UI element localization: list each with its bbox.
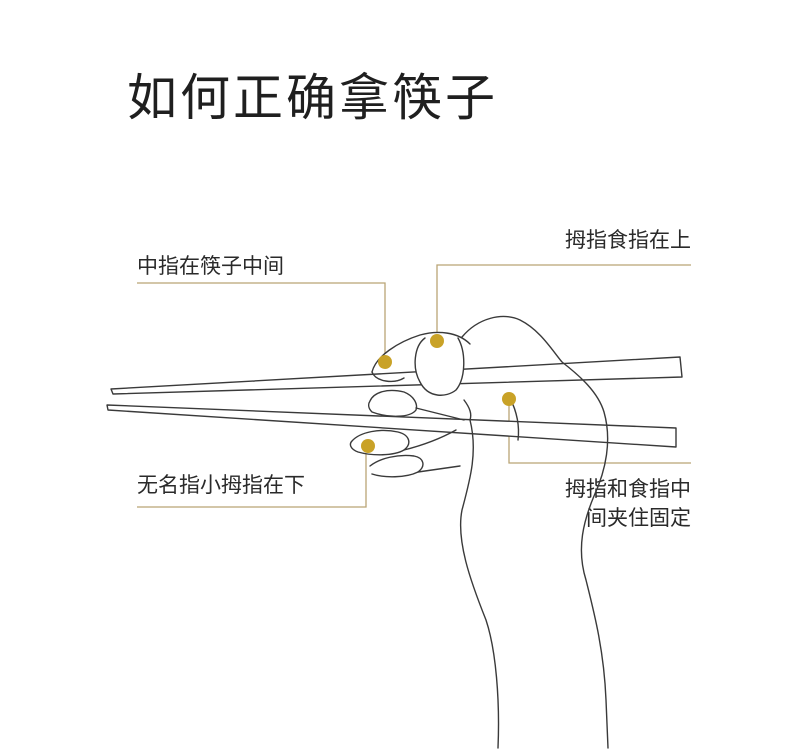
label-thumb-index-top: 拇指食指在上 (565, 228, 691, 252)
ring-finger (349, 429, 410, 456)
marker-pinch (502, 392, 516, 406)
leader-line-ring-little (137, 447, 367, 508)
marker-middle-finger (378, 355, 392, 369)
middle-finger (367, 389, 418, 417)
leader-line-thumb-index (436, 264, 691, 341)
label-pinch-line-1: 拇指和食指中 (565, 477, 691, 501)
thumb (414, 337, 465, 396)
leader-line-middle (137, 282, 386, 362)
marker-ring-little (361, 439, 375, 453)
lower-chopstick (106, 404, 677, 448)
label-pinch-line-2: 间夹住固定 (586, 506, 691, 530)
upper-chopstick (110, 356, 683, 395)
page-title: 如何正确拿筷子 (127, 69, 498, 127)
label-thumb-index-pinch: 拇指和食指中 间夹住固定 (520, 475, 691, 533)
leader-line-pinch (508, 399, 691, 464)
marker-thumb-index (430, 334, 444, 348)
little-finger (369, 454, 424, 478)
hand-outline (461, 315, 609, 749)
label-ring-little-bottom: 无名指小拇指在下 (137, 473, 305, 497)
label-middle-finger: 中指在筷子中间 (137, 254, 284, 278)
